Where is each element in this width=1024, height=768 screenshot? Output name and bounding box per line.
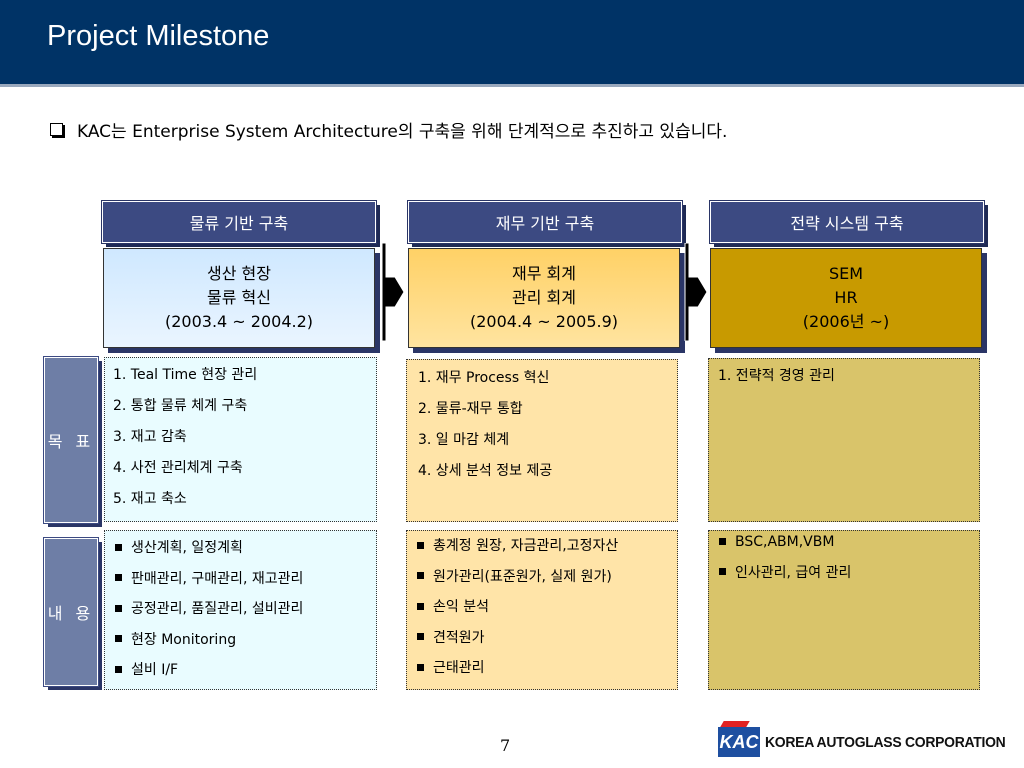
- square-bullet-icon: [115, 665, 122, 673]
- goals-box-2: 1. 재무 Process 혁신 2. 물류-재무 통합 3. 일 마감 체계 …: [406, 359, 678, 522]
- list-item: 2. 물류-재무 통합: [418, 401, 523, 417]
- list-item: 4. 사전 관리체계 구축: [113, 460, 243, 476]
- contents-box-2: 총계정 원장, 자금관리,고정자산 원가관리(표준원가, 실제 원가) 손익 분…: [406, 530, 678, 690]
- square-bullet-icon: [115, 574, 122, 581]
- phase-2-period: (2004.4 ~ 2005.9): [469, 312, 619, 331]
- list-item: 1. Teal Time 현장 관리: [113, 367, 258, 383]
- list-item: 판매관리, 구매관리, 재고관리: [113, 570, 376, 601]
- phase-box-1: 생산 현장 물류 혁신 (2003.4 ~ 2004.2): [103, 248, 375, 348]
- phase-1-line1: 생산 현장: [207, 264, 271, 283]
- list-item: BSC,ABM,VBM: [717, 533, 979, 564]
- list-item: 손익 분석: [415, 598, 677, 629]
- header-logistics: 물류 기반 구축: [101, 200, 377, 244]
- goals-box-1: 1. Teal Time 현장 관리 2. 통합 물류 체계 구축 3. 재고 …: [104, 357, 377, 522]
- list-item: 4. 상세 분석 정보 제공: [418, 463, 553, 479]
- arrow-right-icon: [381, 243, 405, 341]
- list-item: 인사관리, 급여 관리: [717, 564, 979, 595]
- phase-box-2: 재무 회계 관리 회계 (2004.4 ~ 2005.9): [408, 248, 680, 348]
- company-name: KOREA AUTOGLASS CORPORATION: [765, 733, 1006, 751]
- subtitle: KAC는 Enterprise System Architecture의 구축을…: [50, 117, 727, 142]
- label-contents: 내 용: [43, 537, 99, 687]
- header-finance: 재무 기반 구축: [407, 200, 683, 244]
- list-item: 1. 전략적 경영 관리: [718, 368, 835, 384]
- list-item: 견적원가: [415, 629, 677, 660]
- list-item: 원가관리(표준원가, 실제 원가): [415, 568, 677, 599]
- kac-logo-mark: KAC: [718, 727, 760, 757]
- page-title: Project Milestone: [47, 20, 270, 52]
- square-bullet-icon: [417, 572, 424, 579]
- phase-1-line2: 물류 혁신: [207, 288, 271, 307]
- title-bar: Project Milestone: [0, 0, 1024, 87]
- phase-3-line1: SEM: [828, 264, 864, 283]
- square-bullet-icon: [719, 537, 726, 545]
- square-bullet-icon: [417, 541, 424, 549]
- list-item: 3. 일 마감 체계: [418, 432, 510, 448]
- square-bullet-icon: [719, 568, 726, 575]
- phase-1-period: (2003.4 ~ 2004.2): [164, 312, 314, 331]
- header-strategy: 전략 시스템 구축: [709, 200, 985, 244]
- square-bullet-icon: [115, 635, 122, 642]
- goals-box-3: 1. 전략적 경영 관리: [708, 358, 980, 522]
- phase-3-period: (2006년 ~): [802, 312, 890, 331]
- contents-box-1: 생산계획, 일정계획 판매관리, 구매관리, 재고관리 공정관리, 품질관리, …: [104, 530, 377, 690]
- list-item: 5. 재고 축소: [113, 491, 187, 507]
- square-bullet-icon: [417, 663, 424, 671]
- list-item: 현장 Monitoring: [113, 631, 376, 662]
- phase-3-line2: HR: [834, 288, 858, 307]
- list-item: 3. 재고 감축: [113, 429, 187, 445]
- company-logo: KAC KOREA AUTOGLASS CORPORATION: [718, 727, 1024, 757]
- square-bullet-icon: [417, 602, 424, 610]
- checkbox-bullet-icon: [50, 123, 63, 136]
- page-number: 7: [500, 736, 511, 755]
- contents-box-3: BSC,ABM,VBM 인사관리, 급여 관리: [708, 530, 980, 690]
- list-item: 2. 통합 물류 체계 구축: [113, 398, 248, 414]
- subtitle-text: KAC는 Enterprise System Architecture의 구축을…: [77, 122, 728, 142]
- square-bullet-icon: [417, 633, 424, 640]
- label-goals: 목 표: [43, 356, 99, 524]
- list-item: 생산계획, 일정계획: [113, 539, 376, 570]
- list-item: 총계정 원장, 자금관리,고정자산: [415, 537, 677, 568]
- list-item: 근태관리: [415, 659, 677, 690]
- list-item: 설비 I/F: [113, 661, 376, 692]
- arrow-right-icon: [684, 243, 708, 341]
- phase-2-line2: 관리 회계: [512, 288, 576, 307]
- square-bullet-icon: [115, 604, 122, 612]
- list-item: 1. 재무 Process 혁신: [418, 370, 550, 386]
- phase-2-line1: 재무 회계: [512, 264, 576, 283]
- list-item: 공정관리, 품질관리, 설비관리: [113, 600, 376, 631]
- phase-box-3: SEM HR (2006년 ~): [710, 248, 982, 348]
- square-bullet-icon: [115, 543, 122, 551]
